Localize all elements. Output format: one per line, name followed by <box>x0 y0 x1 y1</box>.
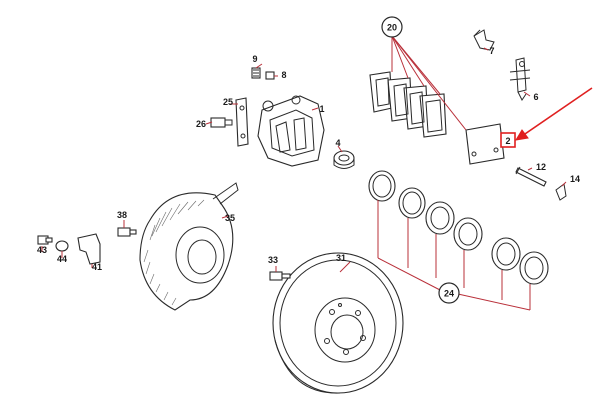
anti-squeal-plate <box>465 123 505 165</box>
label-35: 35 <box>225 213 235 223</box>
label-33: 33 <box>268 255 278 265</box>
label-38: 38 <box>117 210 127 220</box>
highlight-part-2: 2 <box>500 132 516 148</box>
part-labels: 1 4 6 7 8 9 12 14 25 26 31 33 35 38 41 4… <box>37 46 580 272</box>
label-8: 8 <box>281 70 286 80</box>
piston-seal-kit <box>368 170 549 285</box>
label-14: 14 <box>570 174 580 184</box>
pointer-arrow <box>515 87 593 141</box>
retaining-pin <box>515 166 547 187</box>
callout-20: 20 <box>381 16 403 38</box>
callout-24: 24 <box>438 282 460 304</box>
label-7: 7 <box>489 46 494 56</box>
leader-lines <box>41 35 567 311</box>
bracket-and-bolt <box>210 97 249 147</box>
label-9: 9 <box>252 54 257 64</box>
wear-sensor <box>509 57 531 101</box>
label-41: 41 <box>92 262 102 272</box>
label-31: 31 <box>336 253 346 263</box>
label-26: 26 <box>196 119 206 129</box>
label-43: 43 <box>37 245 47 255</box>
brake-disc <box>272 252 404 394</box>
guide-sleeve <box>333 150 355 169</box>
retaining-clip <box>555 183 567 201</box>
label-24: 24 <box>444 289 454 299</box>
splash-shield <box>139 182 239 311</box>
label-2: 2 <box>505 136 510 146</box>
label-6: 6 <box>533 92 538 102</box>
label-4: 4 <box>335 138 340 148</box>
label-12: 12 <box>536 162 546 172</box>
brake-caliper <box>257 95 325 167</box>
spring-clip <box>473 29 495 51</box>
label-25: 25 <box>223 97 233 107</box>
label-1: 1 <box>319 104 324 114</box>
label-20: 20 <box>387 23 397 33</box>
bleeder-bolts <box>251 67 275 80</box>
brake-pads <box>369 71 447 138</box>
label-44: 44 <box>57 254 67 264</box>
left-hardware <box>37 227 291 281</box>
